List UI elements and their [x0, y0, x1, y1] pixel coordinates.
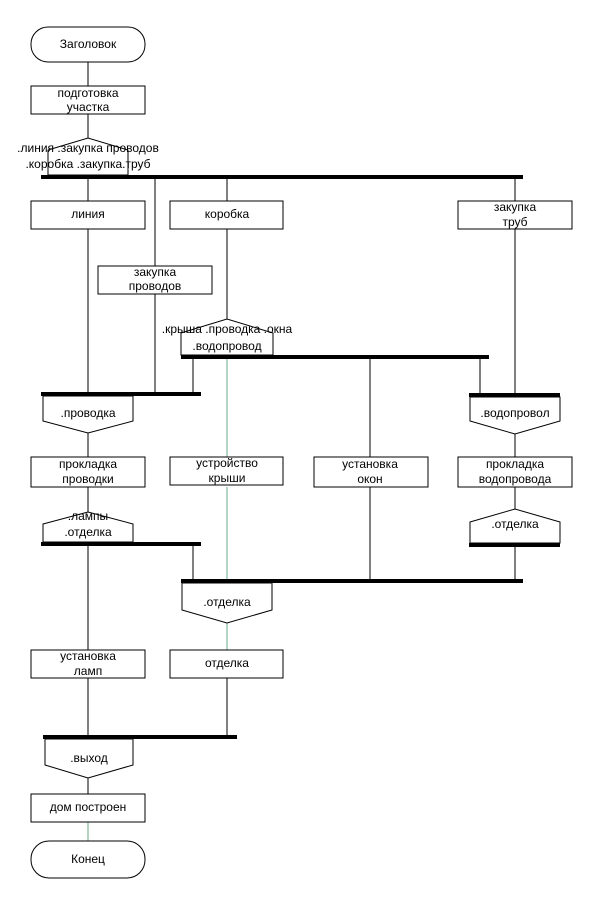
step-plumbing: прокладка водопровода — [457, 456, 573, 488]
signal-fork2-line1: .крыша .проводка .окна — [162, 322, 293, 336]
signal-plumbing-in: .водопровол — [469, 396, 561, 435]
signal-after-wiring-line2: .отделка — [64, 525, 112, 539]
end-label: Конец — [71, 852, 105, 866]
signal-fork1-line2: .коробка .закупка.труб — [25, 157, 150, 171]
join-bar-wiring — [41, 392, 201, 396]
step-lamps-line2: ламп — [74, 664, 102, 678]
step-box-label: коробка — [205, 207, 250, 221]
signal-fork1-line1: .линия .закупка проводов — [17, 141, 159, 155]
step-wiring-line2: проводки — [62, 472, 113, 486]
step-finishing-label: отделка — [205, 656, 249, 670]
step-prep-line2: участка — [67, 100, 110, 114]
step-wiring: прокладка проводки — [30, 456, 146, 488]
start-label: Заголовок — [60, 37, 117, 51]
signal-finishing-in-label: .отделка — [203, 595, 251, 609]
join-bar-plumbing — [469, 393, 560, 397]
step-lamps: установка ламп — [30, 649, 146, 679]
signal-finishing-in: .отделка — [181, 582, 273, 624]
signal-fork1: .линия .закупка проводов .коробка .закуп… — [17, 137, 159, 176]
step-house-built: дом построен — [30, 793, 146, 823]
step-windows: установка окон — [313, 456, 429, 488]
step-windows-line2: окон — [357, 472, 382, 486]
step-buy-pipes-line1: закупка — [494, 200, 537, 214]
step-buy-wires-line1: закупка — [134, 265, 177, 279]
signal-after-wiring: .лампы .отделка — [42, 509, 134, 543]
signal-wiring-in: .проводка — [42, 395, 134, 434]
step-roof-line2: крыши — [209, 471, 246, 485]
signal-after-plumbing-label: .отделка — [491, 517, 539, 531]
step-roof: устройство крыши — [169, 456, 284, 486]
step-house-built-label: дом построен — [50, 800, 127, 814]
step-buy-wires: закупка проводов — [97, 265, 213, 295]
join-bar-after-wiring — [41, 542, 201, 546]
connector-lines — [87, 62, 516, 841]
signal-plumbing-in-label: .водопровол — [480, 406, 549, 420]
step-buy-pipes: закупка труб — [457, 200, 573, 230]
step-lamps-line1: установка — [60, 649, 116, 663]
fork-bar-2 — [181, 355, 489, 359]
start-terminator: Заголовок — [30, 26, 146, 63]
join-bar-exit — [43, 735, 237, 739]
fork-bar-1 — [41, 175, 523, 179]
step-plumbing-line1: прокладка — [486, 457, 544, 471]
signal-fork2: .крыша .проводка .окна .водопровод — [162, 318, 293, 356]
signal-after-plumbing: .отделка — [469, 508, 561, 544]
signal-exit-label: .выход — [70, 751, 108, 765]
step-line: линия — [30, 200, 146, 230]
signal-after-wiring-line1: .лампы — [68, 509, 108, 523]
signal-fork2-line2: .водопровод — [192, 339, 261, 353]
sync-bars — [41, 175, 560, 739]
join-bar-after-plumbing — [469, 543, 560, 547]
step-buy-wires-line2: проводов — [129, 279, 182, 293]
step-box: коробка — [169, 200, 284, 230]
step-prep-line1: подготовка — [57, 86, 118, 100]
join-bar-finishing — [181, 579, 523, 583]
step-roof-line1: устройство — [196, 456, 258, 470]
signal-wiring-in-label: .проводка — [60, 406, 115, 420]
step-buy-pipes-line2: труб — [502, 215, 527, 229]
step-finishing: отделка — [169, 649, 284, 679]
step-line-label: линия — [71, 207, 105, 221]
step-prep: подготовка участка — [30, 85, 146, 115]
step-wiring-line1: прокладка — [59, 457, 117, 471]
step-windows-line1: установка — [342, 457, 398, 471]
end-terminator: Конец — [30, 840, 146, 879]
step-plumbing-line2: водопровода — [479, 472, 552, 486]
signal-exit: .выход — [44, 738, 134, 779]
